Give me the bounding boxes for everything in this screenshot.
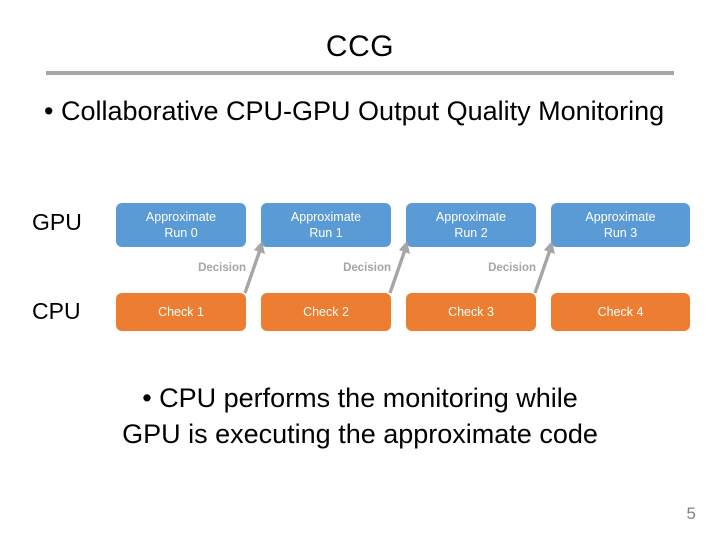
gpu-node-3-line1: Approximate (585, 210, 656, 224)
cpu-node-1[interactable]: Check 2 (261, 293, 391, 331)
page-title: CCG (325, 30, 395, 63)
cpu-node-0[interactable]: Check 1 (116, 293, 246, 331)
bullet-top-text: • Collaborative CPU-GPU Output Quality M… (44, 96, 665, 126)
gpu-node-1-line1: Approximate (290, 210, 362, 224)
row-label-cpu: CPU (32, 298, 81, 324)
gpu-node-0-line2: Run 0 (164, 226, 198, 240)
cpu-node-3-label: Check 4 (597, 305, 644, 319)
gpu-node-0-line1: Approximate (145, 210, 217, 224)
cpu-node-2-label: Check 3 (448, 305, 494, 319)
bullet-bottom-line2: GPU is executing the approximate code (122, 419, 598, 449)
cpu-node-1-label: Check 2 (303, 305, 349, 319)
gpu-node-2-line2: Run 2 (454, 226, 488, 240)
bullet-bottom: • CPU performs the monitoring while GPU … (40, 380, 680, 452)
cpu-node-3[interactable]: Check 4 (551, 293, 690, 331)
cpu-node-0-label: Check 1 (158, 305, 204, 319)
decision-label-1: Decision (343, 262, 391, 274)
decision-label-0: Decision (198, 262, 246, 274)
decision-label-2: Decision (488, 262, 536, 274)
title-divider (46, 71, 674, 75)
gpu-node-2-line1: Approximate (435, 210, 507, 224)
bullet-bottom-line1: • CPU performs the monitoring while (142, 383, 578, 413)
gpu-node-1-line2: Run 1 (309, 226, 343, 240)
page-number: 5 (686, 504, 696, 523)
row-label-gpu: GPU (32, 209, 82, 235)
bullet-top: • Collaborative CPU-GPU Output Quality M… (44, 93, 684, 129)
gpu-node-3-line2: Run 3 (603, 226, 638, 240)
cpu-node-2[interactable]: Check 3 (406, 293, 536, 331)
